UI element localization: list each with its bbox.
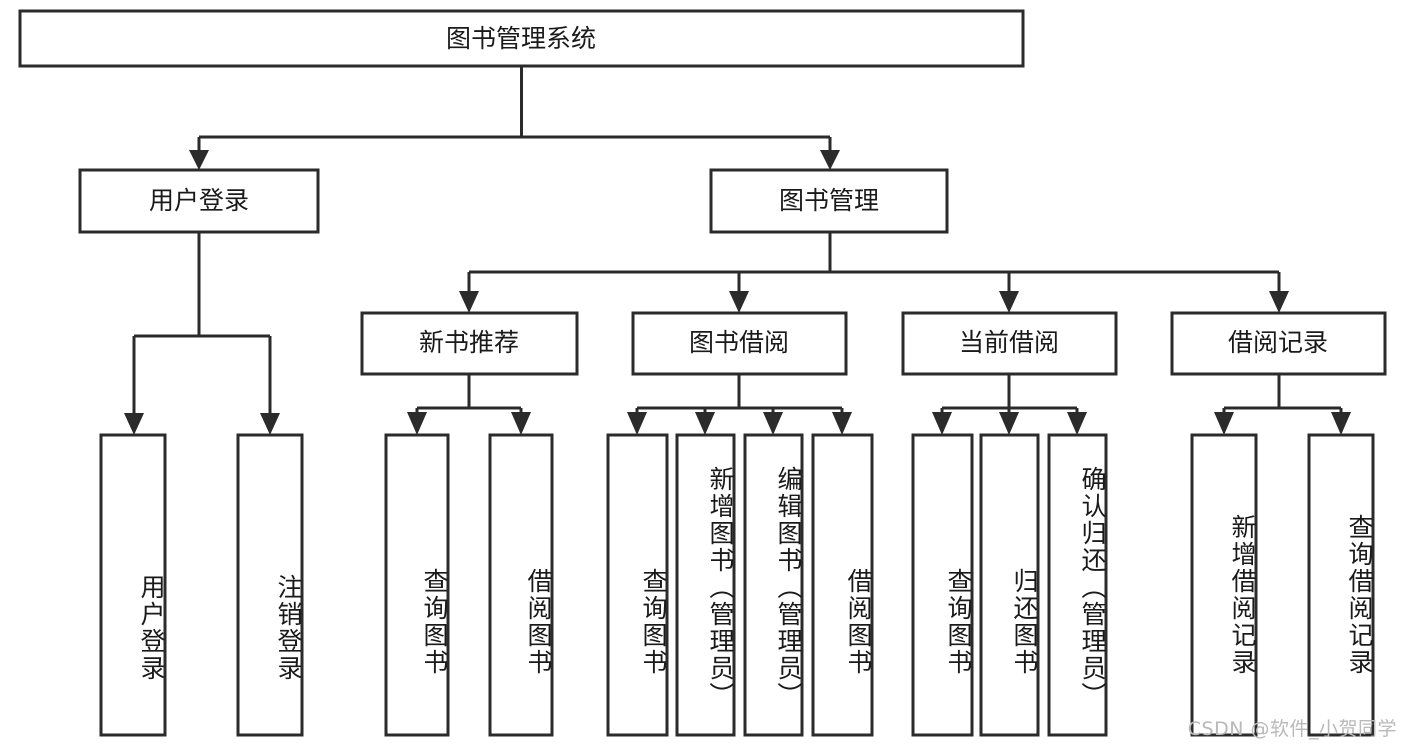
arrow-bookmanage-child-3 <box>999 291 1019 313</box>
arrow-record-leaf-2 <box>1331 412 1351 435</box>
node-borrow-record-box[interactable] <box>1170 311 1387 376</box>
node-book-borrow-box[interactable] <box>631 311 848 376</box>
leaf-box-logout[interactable] <box>236 433 304 737</box>
leaf-box-layer <box>99 433 1375 737</box>
node-root-label: 图书管理系统 <box>446 24 596 53</box>
arrow-root-to-book-manage <box>820 150 840 170</box>
node-new-book-recommend[interactable]: 新书推荐 <box>360 311 579 376</box>
leaf-box-borrow-book-2[interactable] <box>811 433 874 737</box>
node-user-login[interactable]: 用户登录 <box>78 168 320 234</box>
leaf-box-query-book-3[interactable] <box>911 433 974 737</box>
arrow-borrow-leaf-3 <box>763 412 783 435</box>
node-current-borrow-label: 当前借阅 <box>959 328 1059 357</box>
leaf-box-edit-book[interactable] <box>743 433 804 737</box>
leaf-box-query-book-1[interactable] <box>384 433 450 737</box>
arrow-bookmanage-child-2 <box>729 291 749 313</box>
node-borrow-record-label: 借阅记录 <box>1228 328 1328 357</box>
node-current-borrow[interactable]: 当前借阅 <box>901 311 1118 376</box>
leaf-box-user-login[interactable] <box>99 433 167 737</box>
leaf-box-add-record[interactable] <box>1190 433 1258 737</box>
node-new-book-recommend-box[interactable] <box>360 311 579 376</box>
csdn-watermark: CSDN @软件_小贺同学 <box>1187 718 1397 740</box>
arrow-current-leaf-3 <box>1067 412 1087 435</box>
node-book-borrow[interactable]: 图书借阅 <box>631 311 848 376</box>
leaf-box-add-book[interactable] <box>675 433 736 737</box>
node-new-book-recommend-label: 新书推荐 <box>419 328 519 357</box>
arrow-bookmanage-child-1 <box>459 291 479 313</box>
leaf-box-borrow-book-1[interactable] <box>488 433 554 737</box>
arrow-borrow-leaf-2 <box>695 412 715 435</box>
node-book-manage[interactable]: 图书管理 <box>709 168 949 234</box>
node-current-borrow-box[interactable] <box>901 311 1118 376</box>
leaf-box-return-book[interactable] <box>979 433 1040 737</box>
arrow-borrow-leaf-4 <box>832 412 852 435</box>
arrow-userlogin-leaf-1 <box>124 413 144 435</box>
leaf-box-confirm-return[interactable] <box>1047 433 1108 737</box>
node-user-login-box[interactable] <box>78 168 320 234</box>
arrow-borrow-leaf-1 <box>627 412 647 435</box>
node-borrow-record[interactable]: 借阅记录 <box>1170 311 1387 376</box>
node-book-manage-box[interactable] <box>709 168 949 234</box>
node-user-login-label: 用户登录 <box>149 186 249 215</box>
connector-layer <box>124 66 1351 435</box>
arrow-bookmanage-child-4 <box>1269 291 1289 313</box>
node-root[interactable]: 图书管理系统 <box>18 9 1025 68</box>
arrow-current-leaf-1 <box>932 412 952 435</box>
node-book-borrow-label: 图书借阅 <box>689 328 789 357</box>
arrow-recommend-leaf-1 <box>407 412 427 435</box>
leaf-box-query-book-2[interactable] <box>606 433 669 737</box>
arrow-record-leaf-1 <box>1214 412 1234 435</box>
arrow-userlogin-leaf-2 <box>260 413 280 435</box>
node-root-box[interactable] <box>18 9 1025 68</box>
node-book-manage-label: 图书管理 <box>779 186 879 215</box>
arrow-current-leaf-2 <box>999 412 1019 435</box>
arrow-root-to-user-login <box>189 150 209 170</box>
leaf-box-query-record[interactable] <box>1307 433 1375 737</box>
arrow-recommend-leaf-2 <box>511 412 531 435</box>
